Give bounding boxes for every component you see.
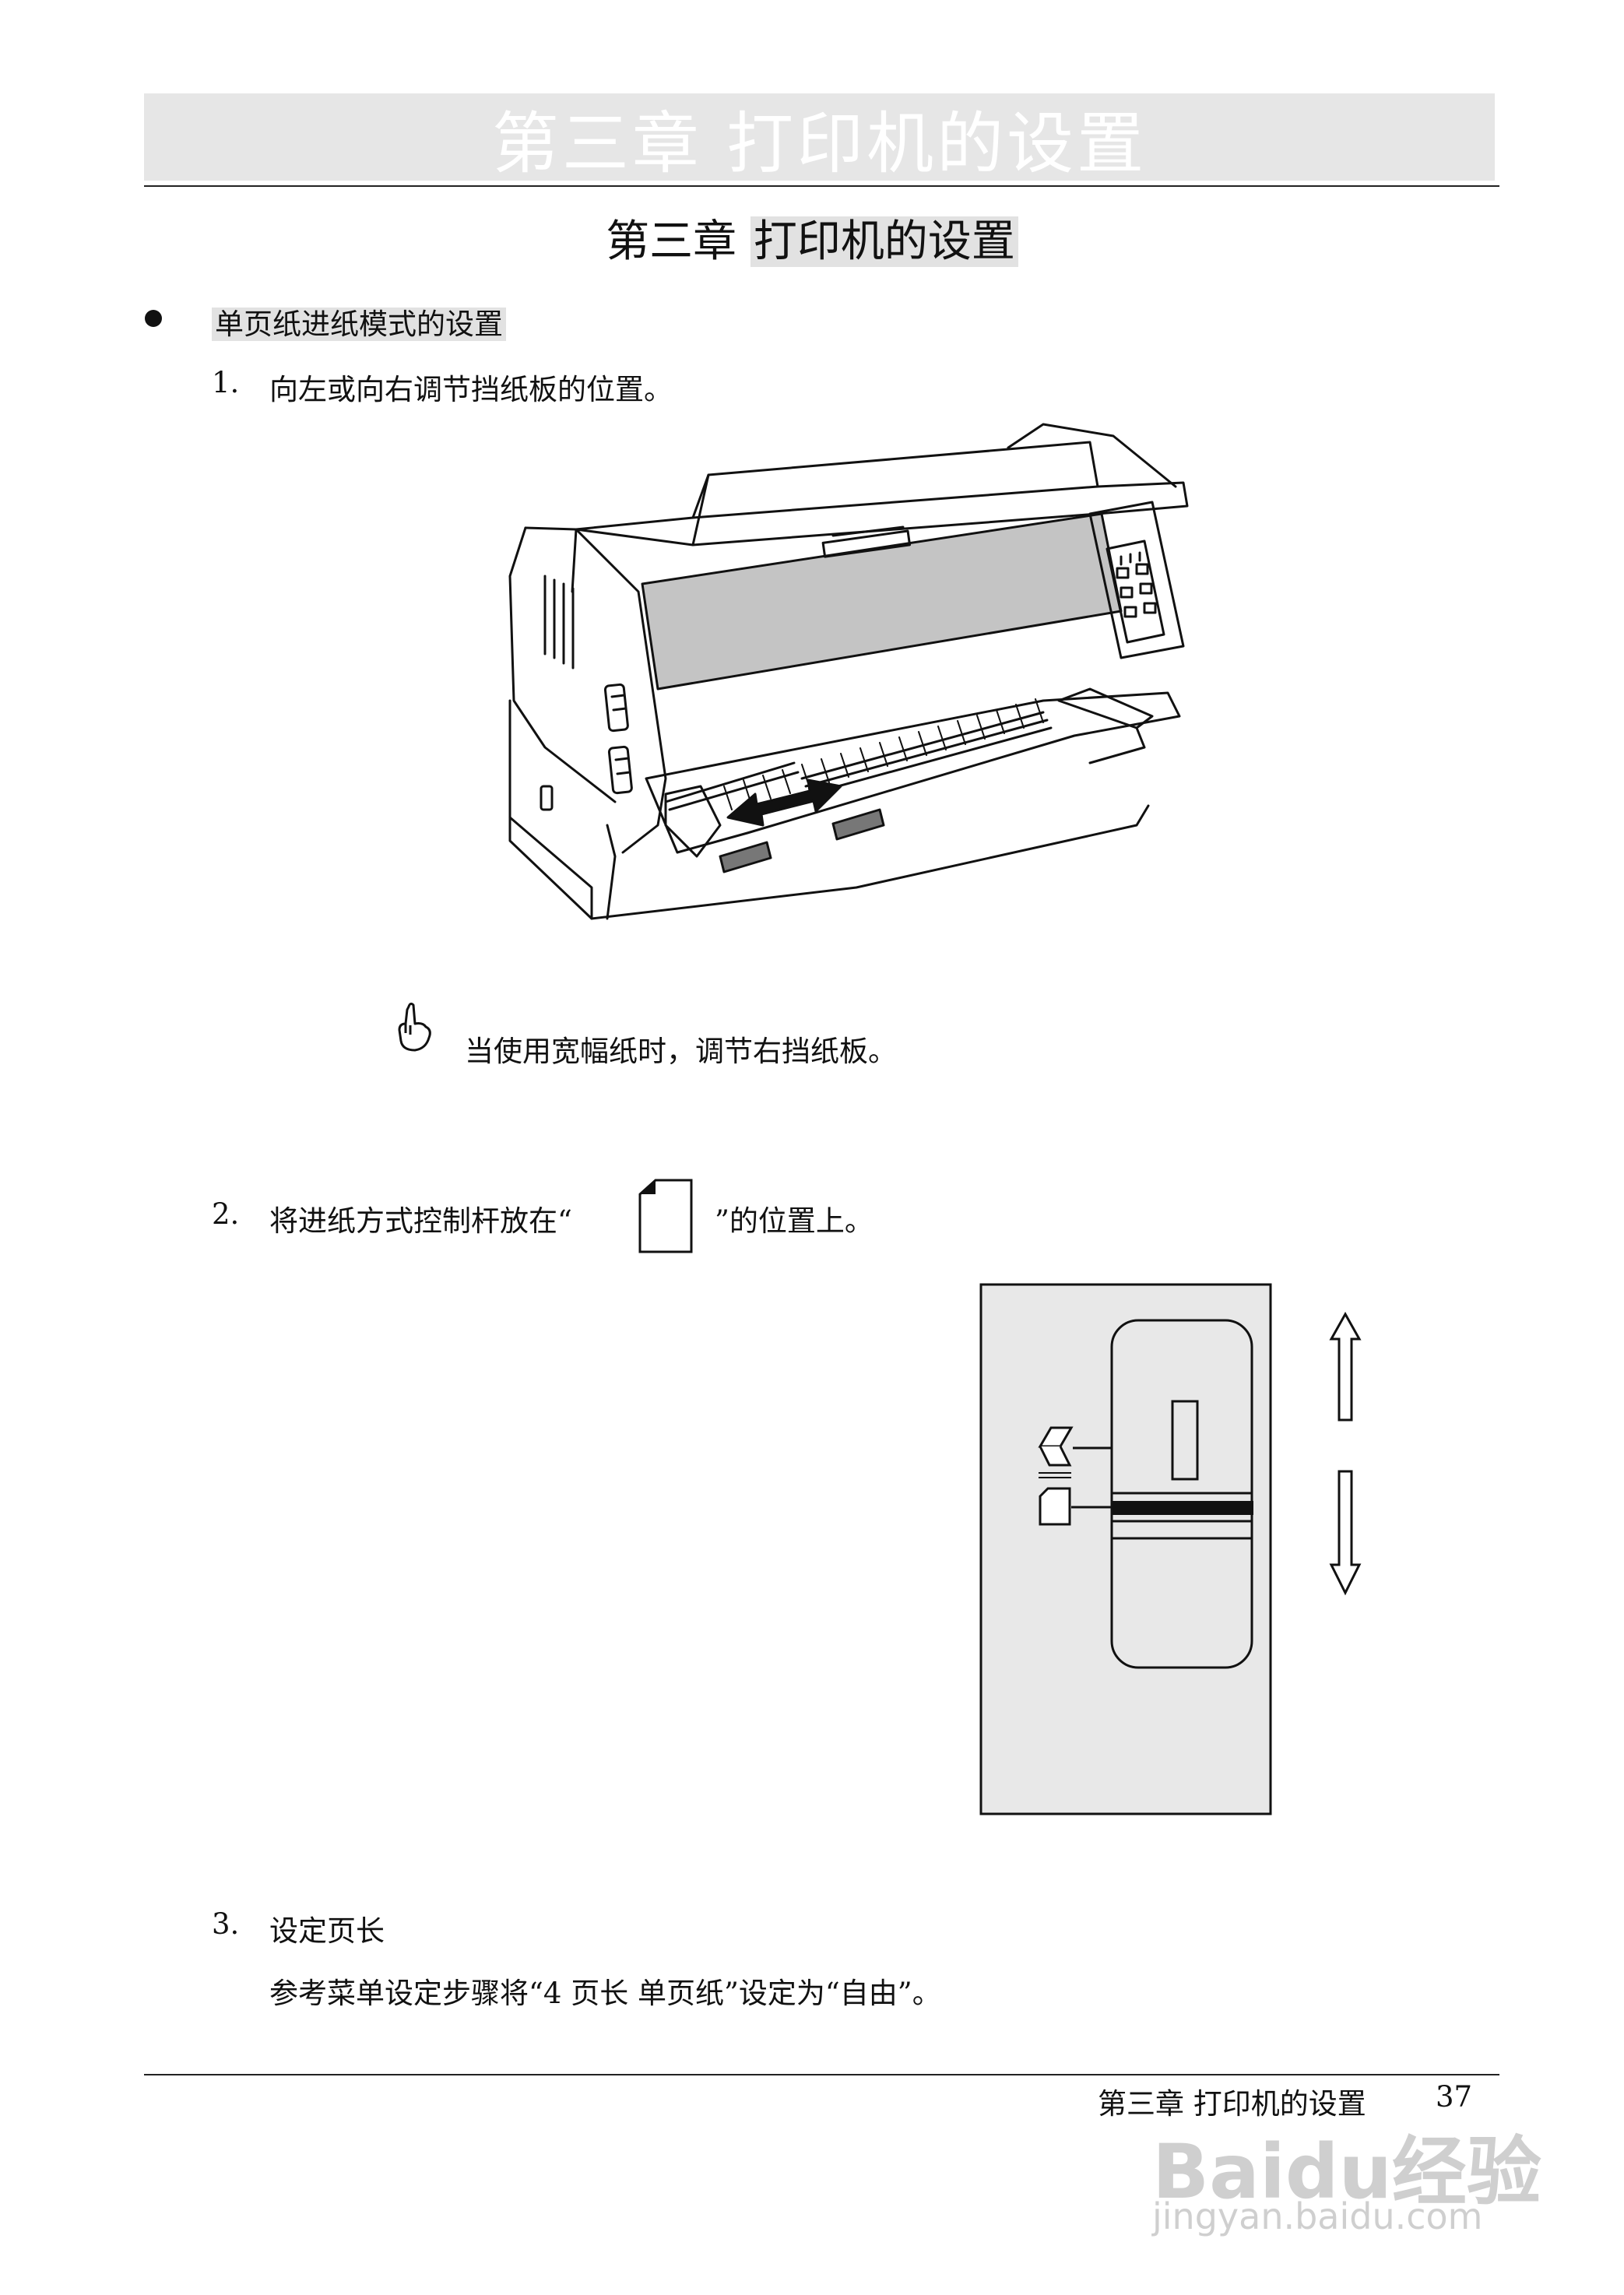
pointing-hand-icon	[398, 1002, 431, 1052]
step-2-text-after: ”的位置上。	[715, 1204, 874, 1238]
watermark-url: jingyan.baidu.com	[1152, 2195, 1483, 2237]
section-title-text: 单页纸进纸模式的设置	[212, 308, 506, 341]
step-2-text-before: 将进纸方式控制杆放在“	[269, 1204, 572, 1238]
up-arrow-icon	[1329, 1311, 1362, 1422]
footer-divider	[144, 2074, 1499, 2075]
lever-handle	[1171, 1400, 1199, 1481]
printer-illustration	[508, 423, 1189, 920]
step-1-number: 1.	[212, 366, 240, 399]
feed-lever-diagram	[979, 1283, 1362, 1815]
note-text: 当使用宽幅纸时，调节右挡纸板。	[465, 1035, 897, 1068]
step-3-text: 设定页长	[269, 1914, 385, 1948]
bullet-icon	[145, 310, 162, 327]
page-title: 第三章 打印机的设置	[0, 206, 1624, 269]
down-arrow-icon	[1329, 1470, 1362, 1596]
header-divider	[144, 185, 1499, 187]
continuous-paper-icon	[1038, 1426, 1074, 1478]
step-3-number: 3.	[212, 1907, 240, 1941]
single-sheet-icon	[638, 1179, 693, 1253]
step-3-detail: 参考菜单设定步骤将“4 页长 单页纸”设定为“自由”。	[269, 1977, 941, 2010]
footer-page-number: 37	[1436, 2080, 1473, 2114]
footer-chapter: 第三章 打印机的设置	[1098, 2087, 1366, 2121]
banner-title: 第三章 打印机的设置	[491, 104, 1148, 183]
watermark-logo: Baidu经验	[1152, 2128, 1541, 2216]
step-1-text: 向左或向右调节挡纸板的位置。	[269, 373, 673, 406]
page-title-prefix: 第三章	[606, 216, 737, 267]
page-title-highlight: 打印机的设置	[750, 216, 1018, 267]
section-title: 单页纸进纸模式的设置	[212, 300, 506, 343]
chapter-banner: 第三章 打印机的设置	[144, 93, 1495, 183]
single-sheet-small-icon	[1039, 1487, 1071, 1526]
step-2-number: 2.	[212, 1197, 240, 1231]
